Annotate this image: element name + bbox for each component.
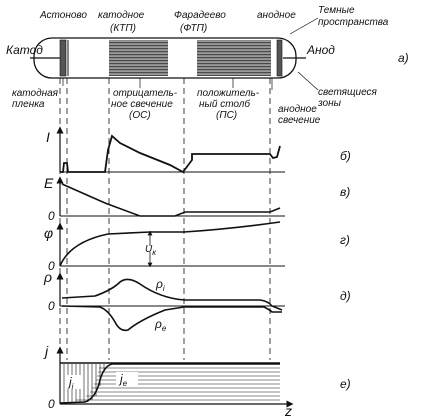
axis-label-rho: ρ (43, 269, 52, 285)
cathode-film-label-2: пленка (12, 99, 45, 110)
aston-label: Астоново (39, 10, 87, 21)
panel-letter-e: е) (340, 377, 351, 391)
anode-space-label: анодное (257, 10, 296, 21)
negative-glow-label-1: отрицатель- (113, 88, 178, 99)
region-dividers (59, 78, 271, 360)
negative-glow-region (109, 40, 168, 76)
potential-curve (59, 221, 281, 267)
anode-glow-label-1: анодное (278, 104, 317, 115)
graph-charge: ρ 0 ρi ρe д) (43, 269, 351, 333)
faraday-label: Фарадеево (174, 10, 226, 21)
panel-letter-b: б) (340, 149, 351, 163)
zero-label-phi: 0 (48, 259, 55, 273)
ji-label: ji (67, 375, 74, 391)
panel-letter-d: д) (340, 289, 351, 303)
axis-label-z: z (284, 403, 292, 417)
positive-column-label-2: ный столб (199, 98, 250, 110)
dark-spaces-label-2: пространства (318, 17, 389, 28)
rho-i-curve (61, 278, 283, 311)
faraday-abbr: (ФТП) (180, 23, 207, 34)
cathode-electrode (59, 39, 67, 77)
rho-e-curve (61, 305, 282, 332)
panel-letter-a: а) (398, 51, 409, 65)
axis-label-E: E (44, 175, 54, 191)
rho-e-label: ρe (154, 317, 167, 333)
positive-column-label-1: положитель- (197, 88, 260, 99)
positive-column-abbr: (ПС) (216, 110, 237, 121)
dark-spaces-label-1: Темные (318, 5, 355, 16)
je-hatch (76, 367, 280, 401)
graph-potential: φ 0 Uк г) (44, 221, 350, 273)
axis-label-I: I (46, 129, 50, 145)
cathode-film-label-1: катодная (12, 88, 59, 99)
graph-current-density: j 0 ji je z е) (43, 343, 351, 417)
axis-label-phi: φ (44, 225, 53, 241)
cathode-space-abbr: (КТП) (110, 23, 136, 34)
je-boundary-curve (59, 363, 280, 404)
zero-label-rho: 0 (48, 299, 55, 313)
anode-label: Анод (306, 43, 335, 57)
glowing-zones-label-1: светящиеся (318, 87, 378, 98)
positive-column-region (197, 40, 271, 76)
je-label: je (118, 372, 128, 388)
current-curve (60, 134, 281, 174)
anode-glow-label-2: свечение (278, 115, 321, 126)
tube-panel: Катод Анод Астоново катодное (КТП) Фарад… (6, 5, 409, 126)
field-curve (61, 183, 281, 217)
graph-field: E 0 в) (44, 175, 350, 223)
cathode-space-label: катодное (98, 10, 145, 21)
rho-i-label: ρi (155, 277, 165, 293)
axis-label-j: j (43, 343, 49, 359)
cathode-glow-strip (67, 40, 69, 76)
cathode-label: Катод (6, 43, 43, 57)
panel-letter-g: г) (340, 233, 350, 247)
anode-electrode (276, 39, 283, 77)
negative-glow-label-2: ное свечение (111, 99, 173, 110)
zero-label-E: 0 (48, 209, 55, 223)
negative-glow-abbr: (ОС) (129, 110, 151, 121)
graph-current: I б) (46, 126, 351, 174)
zero-label-j: 0 (48, 397, 55, 411)
panel-letter-v: в) (340, 185, 350, 199)
uk-label: Uк (145, 244, 157, 257)
glowing-zones-label-2: зоны (317, 98, 342, 109)
